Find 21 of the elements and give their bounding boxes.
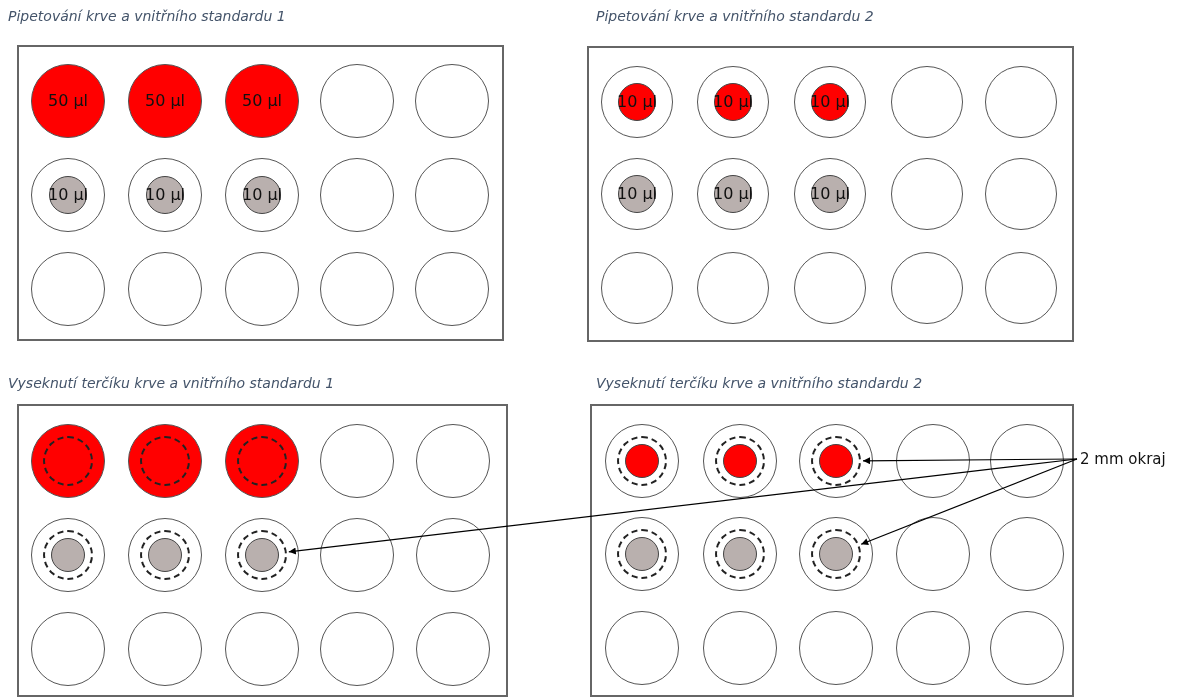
leader-line: [860, 458, 1078, 545]
well-plate-panel: [587, 46, 1074, 342]
well-plate-panel: [590, 404, 1074, 697]
panel-title: Pipetování krve a vnitřního standardu 1: [8, 8, 286, 24]
volume-label: 50 µl: [143, 91, 187, 110]
panel-title: Vyseknutí terčíku krve a vnitřního standardu 1: [8, 375, 335, 391]
volume-label: 10 µl: [46, 185, 90, 204]
volume-label: 10 µl: [143, 185, 187, 204]
volume-label: 10 µl: [240, 185, 284, 204]
callout-label: 2 mm okraj: [1080, 450, 1166, 468]
panel-title: Vyseknutí terčíku krve a vnitřního standardu 2: [596, 375, 923, 391]
leader-line: [862, 457, 1078, 465]
leader-line: [288, 458, 1078, 555]
well-plate-panel: [17, 45, 504, 341]
panel-title: Pipetování krve a vnitřního standardu 2: [596, 8, 874, 24]
volume-label: 50 µl: [46, 91, 90, 110]
volume-label: 10 µl: [808, 184, 852, 203]
volume-label: 50 µl: [240, 91, 284, 110]
volume-label: 10 µl: [615, 184, 659, 203]
volume-label: 10 µl: [711, 184, 755, 203]
well-plate-panel: [17, 404, 508, 697]
